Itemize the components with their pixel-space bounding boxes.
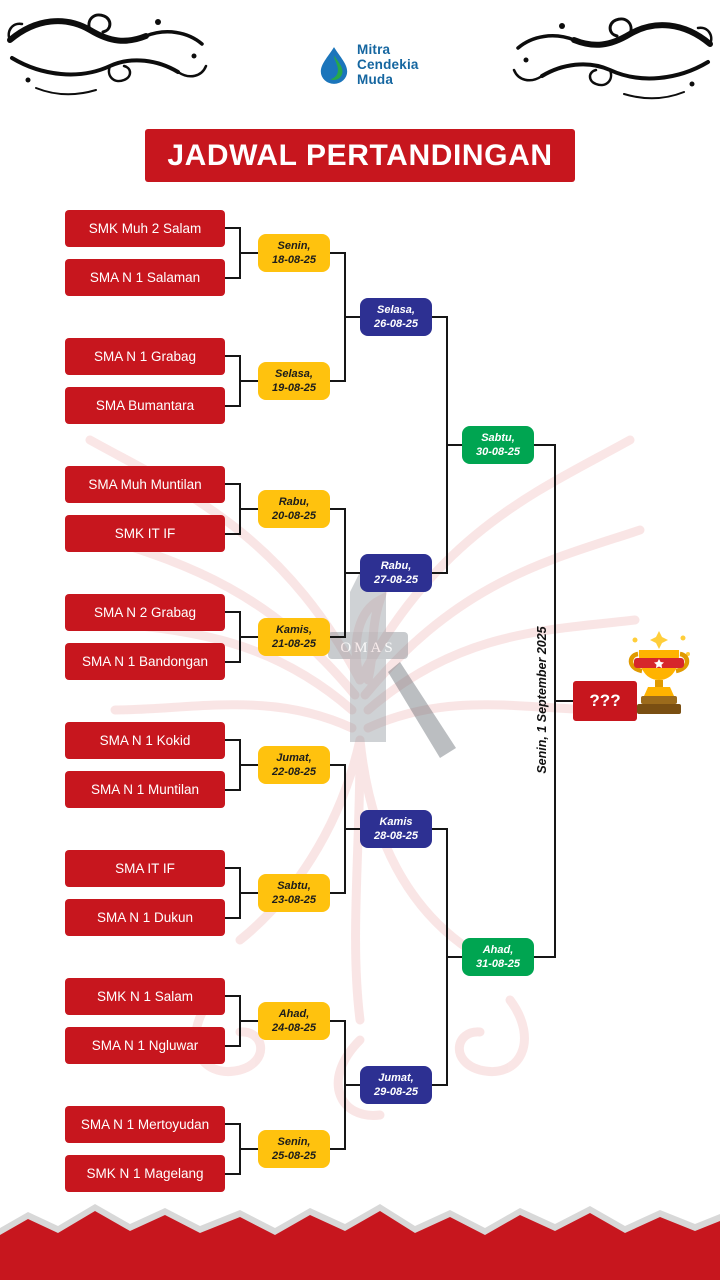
match-date-label: 18-08-25 [271, 254, 317, 266]
round1-date-box: Senin, 18-08-25 [258, 234, 330, 272]
match-day-label: Sabtu, [481, 431, 515, 444]
match-day-label: Jumat, [276, 751, 312, 764]
match-day-label: Rabu, [278, 495, 310, 508]
logo-drop-icon [320, 46, 348, 84]
torn-paper-edge [0, 1204, 720, 1280]
team-box: SMA N 1 Kokid [65, 722, 225, 759]
round1-date-box: Selasa, 19-08-25 [258, 362, 330, 400]
logo-line-1: Mitra [357, 42, 391, 57]
ornament-flourish-right-icon [512, 17, 713, 100]
match-day-label: Kamis, [275, 623, 313, 636]
match-day-label: Senin, [277, 239, 311, 252]
round1-date-box: Jumat, 22-08-25 [258, 746, 330, 784]
logo-line-2: Cendekia [357, 57, 419, 73]
team-box: SMA Bumantara [65, 387, 225, 424]
match-date-label: 31-08-25 [475, 958, 521, 970]
team-box: SMA IT IF [65, 850, 225, 887]
team-box: SMA N 1 Bandongan [65, 643, 225, 680]
watermark-text-fragment: OMAS [340, 640, 395, 656]
round1-date-box: Senin, 25-08-25 [258, 1130, 330, 1168]
match-date-label: 28-08-25 [373, 830, 419, 842]
match-date-label: 25-08-25 [271, 1150, 317, 1162]
champion-box: ??? [573, 681, 637, 721]
match-date-label: 30-08-25 [475, 446, 521, 458]
round1-date-box: Kamis, 21-08-25 [258, 618, 330, 656]
final-schedule-label: Senin, 1 September 2025 [535, 626, 549, 774]
match-date-label: 24-08-25 [271, 1022, 317, 1034]
round1-date-box: Rabu, 20-08-25 [258, 490, 330, 528]
team-box: SMA N 1 Grabag [65, 338, 225, 375]
team-box: SMK Muh 2 Salam [65, 210, 225, 247]
match-day-label: Jumat, [378, 1071, 414, 1084]
team-box: SMA N 1 Mertoyudan [65, 1106, 225, 1143]
logo-text: Mitra Cendekia Muda [357, 42, 419, 87]
semifinal-date-box: Ahad, 31-08-25 [462, 938, 534, 976]
match-day-label: Ahad, [482, 943, 514, 956]
match-day-label: Sabtu, [277, 879, 311, 892]
team-box: SMA N 1 Muntilan [65, 771, 225, 808]
team-box: SMA N 1 Salaman [65, 259, 225, 296]
team-box: SMK N 1 Salam [65, 978, 225, 1015]
semifinal-date-box: Sabtu, 30-08-25 [462, 426, 534, 464]
match-date-label: 27-08-25 [373, 574, 419, 586]
match-date-label: 19-08-25 [271, 382, 317, 394]
match-day-label: Senin, [277, 1135, 311, 1148]
team-box: SMK IT IF [65, 515, 225, 552]
quarterfinal-date-box: Kamis 28-08-25 [360, 810, 432, 848]
match-day-label: Rabu, [380, 559, 412, 572]
match-day-label: Selasa, [377, 303, 415, 316]
match-day-label: Selasa, [275, 367, 313, 380]
match-date-label: 29-08-25 [373, 1086, 419, 1098]
match-day-label: Kamis [379, 815, 413, 828]
quarterfinal-date-box: Rabu, 27-08-25 [360, 554, 432, 592]
ornament-flourish-left-icon [7, 13, 208, 96]
match-date-label: 26-08-25 [373, 318, 419, 330]
round1-date-box: Sabtu, 23-08-25 [258, 874, 330, 912]
team-box: SMA N 1 Ngluwar [65, 1027, 225, 1064]
team-box: SMA N 1 Dukun [65, 899, 225, 936]
round1-date-box: Ahad, 24-08-25 [258, 1002, 330, 1040]
logo: Mitra Cendekia Muda [318, 42, 419, 87]
page-title: JADWAL PERTANDINGAN [145, 129, 575, 182]
quarterfinal-date-box: Jumat, 29-08-25 [360, 1066, 432, 1104]
team-box: SMK N 1 Magelang [65, 1155, 225, 1192]
match-date-label: 23-08-25 [271, 894, 317, 906]
match-date-label: 22-08-25 [271, 766, 317, 778]
match-date-label: 20-08-25 [271, 510, 317, 522]
quarterfinal-date-box: Selasa, 26-08-25 [360, 298, 432, 336]
trophy-icon [628, 631, 690, 714]
team-box: SMA Muh Muntilan [65, 466, 225, 503]
match-date-label: 21-08-25 [271, 638, 317, 650]
team-box: SMA N 2 Grabag [65, 594, 225, 631]
match-day-label: Ahad, [278, 1007, 310, 1020]
logo-line-3: Muda [357, 72, 394, 88]
